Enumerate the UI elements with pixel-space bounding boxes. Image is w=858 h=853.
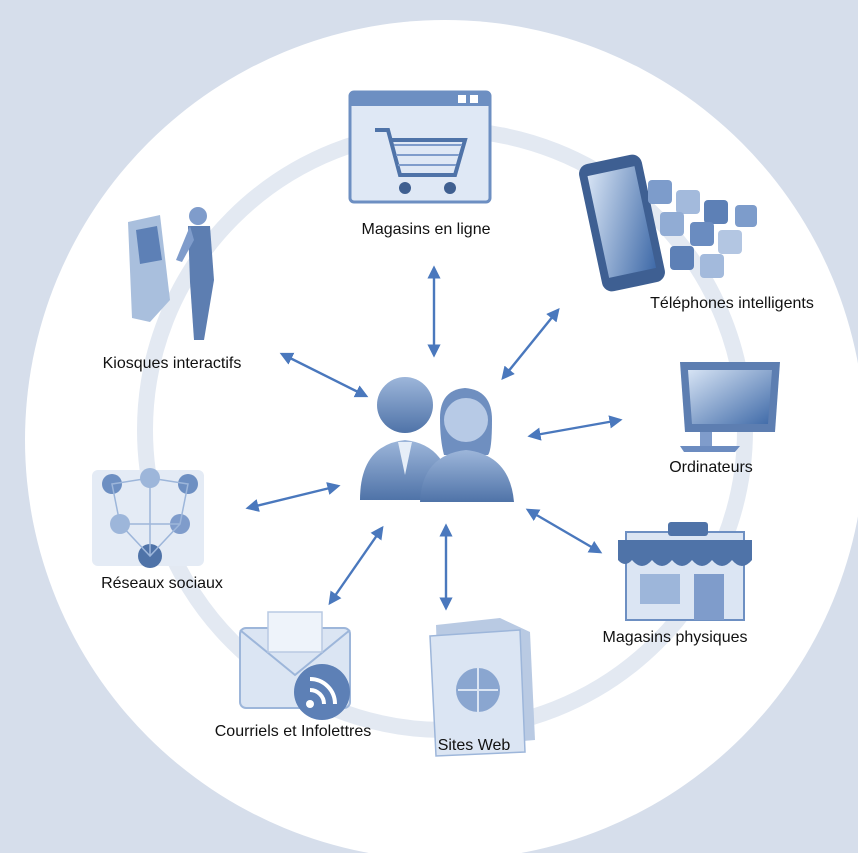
shopping-cart-browser-icon [348, 90, 492, 204]
label-computers: Ordinateurs [669, 459, 753, 476]
computer-monitor-icon [680, 362, 780, 452]
label-smartphones: Téléphones intelligents [650, 295, 814, 312]
label-online-stores: Magasins en ligne [362, 221, 491, 238]
arrow-physical-stores [525, 508, 603, 554]
arrow-emails [328, 525, 384, 606]
website-folder-icon [429, 618, 535, 757]
label-kiosks: Kiosques interactifs [103, 355, 242, 372]
interactive-kiosk-icon [128, 207, 214, 340]
arrow-kiosks [279, 352, 369, 398]
people-icon [360, 377, 514, 502]
email-rss-icon [239, 611, 351, 720]
social-network-icon [92, 468, 204, 568]
arrow-computers [527, 415, 623, 441]
label-physical-stores: Magasins physiques [603, 629, 748, 646]
label-emails: Courriels et Infolettres [215, 723, 372, 740]
label-social-networks: Réseaux sociaux [101, 575, 223, 592]
label-websites: Sites Web [438, 737, 511, 754]
smartphone-apps-icon [579, 154, 757, 292]
shop-storefront-icon [618, 522, 752, 621]
arrow-smartphones [501, 307, 560, 381]
arrow-social-networks [245, 482, 341, 512]
arrows [245, 265, 623, 611]
